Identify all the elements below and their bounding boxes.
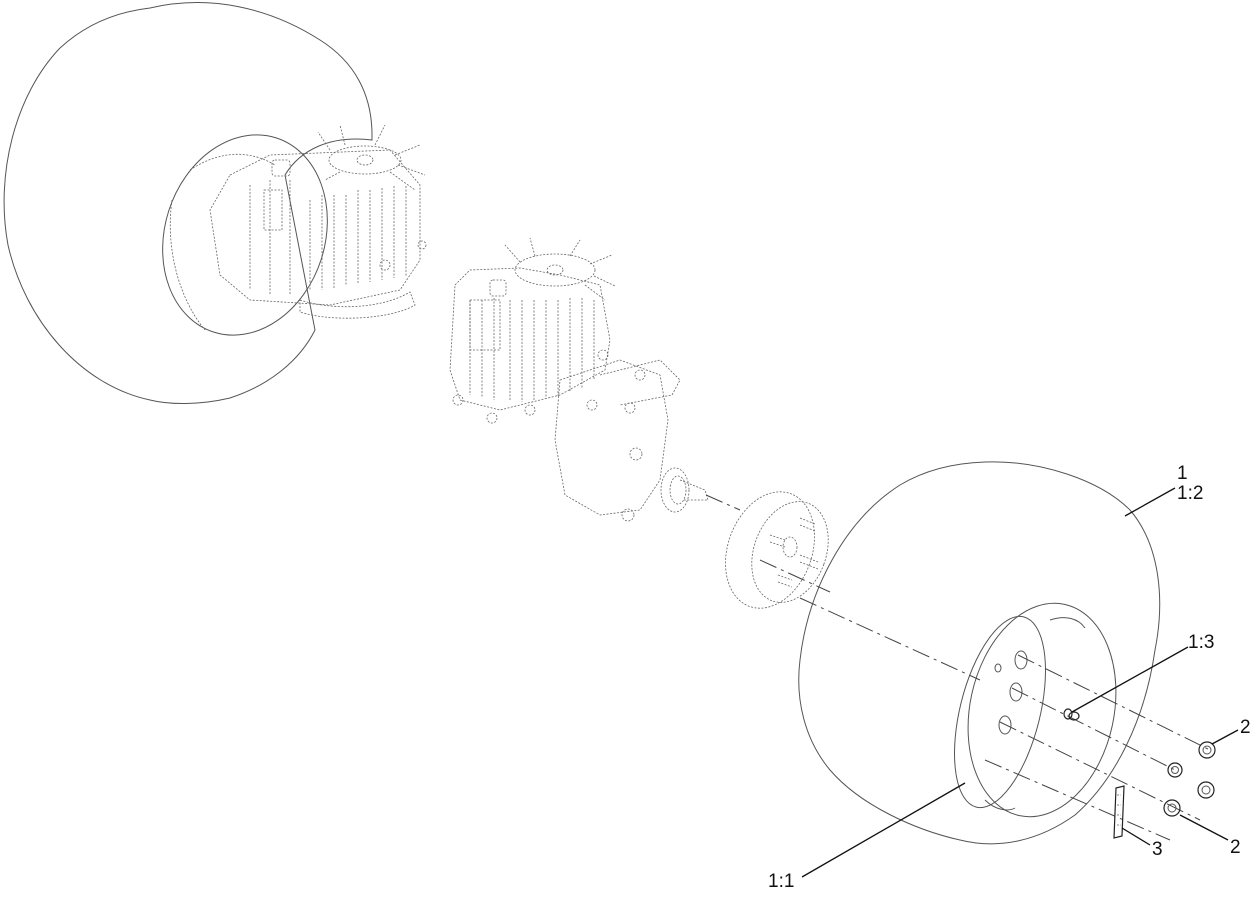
callout-2-upper: 2 <box>1240 717 1251 738</box>
callout-1: 1 <box>1177 463 1188 484</box>
leader-1-3 <box>1071 646 1189 713</box>
callout-2-lower: 2 <box>1230 837 1241 858</box>
lug-nut <box>1197 781 1215 799</box>
lug-nuts <box>1163 741 1216 817</box>
callout-1-1: 1:1 <box>768 871 795 892</box>
axle-centerline <box>705 494 741 511</box>
leader-3 <box>1121 827 1151 846</box>
leader-1-2 <box>1124 487 1176 517</box>
right-transmission <box>449 237 709 522</box>
lug-nut <box>1163 799 1181 817</box>
lug-nut <box>1198 741 1216 759</box>
assembly-centerlines <box>759 559 1211 841</box>
callout-3: 3 <box>1152 839 1163 860</box>
callout-1-3: 1:3 <box>1188 632 1215 653</box>
lug-nut <box>1167 762 1183 778</box>
leader-2a <box>1211 729 1239 745</box>
decal <box>1113 785 1125 839</box>
leader-2b <box>1179 814 1229 841</box>
leader-lines <box>801 487 1239 878</box>
left-transmission <box>209 124 427 319</box>
wheel-hub <box>725 491 829 609</box>
callout-1-2: 1:2 <box>1177 483 1204 504</box>
leader-1-1 <box>801 782 966 878</box>
right-tire <box>798 461 1161 845</box>
left-tire-assembly <box>3 2 373 404</box>
valve-stem <box>1063 708 1080 721</box>
